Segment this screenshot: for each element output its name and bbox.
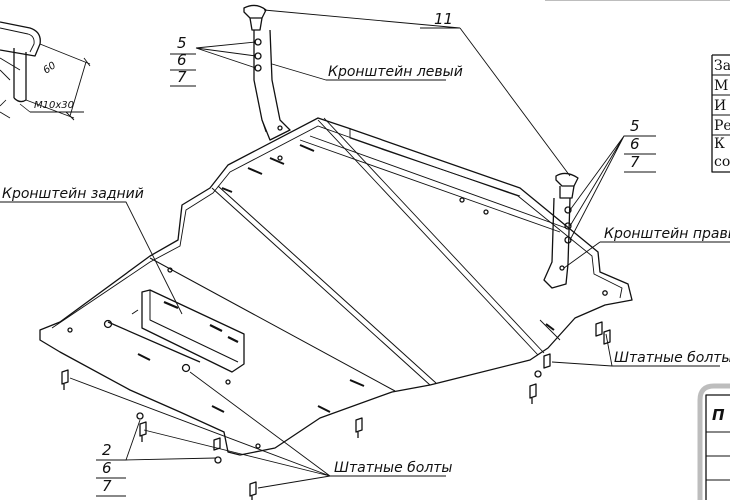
title-row-1: За bbox=[714, 58, 730, 74]
callout-stack-left-2: 6 bbox=[177, 51, 187, 69]
label-bracket-left: Кронштейн левый bbox=[328, 64, 463, 80]
callout-item-11: 11 bbox=[434, 10, 453, 28]
label-bracket-right: Кронштейн правый bbox=[604, 226, 730, 242]
callout-stack-left-3: 7 bbox=[177, 68, 187, 86]
corner-box-letter: П bbox=[712, 406, 725, 424]
callout-stack-right-2: 6 bbox=[630, 135, 640, 153]
bolt-set bbox=[61, 321, 611, 500]
leader-lines bbox=[0, 9, 730, 497]
callout-stack-bottom-1: 2 bbox=[102, 441, 112, 459]
corner-table bbox=[697, 383, 730, 500]
bolt-detail bbox=[0, 21, 91, 121]
skid-plate bbox=[39, 117, 633, 456]
callout-stack-bottom-3: 7 bbox=[102, 477, 112, 495]
drawing-frame bbox=[545, 0, 730, 173]
rear-bracket-part bbox=[103, 289, 245, 373]
callout-stack-bottom-2: 6 bbox=[102, 459, 112, 477]
title-row-3: И bbox=[714, 98, 726, 114]
callout-stack-left-1: 5 bbox=[177, 34, 187, 52]
right-bracket-part bbox=[543, 172, 579, 289]
callout-stack-right-1: 5 bbox=[630, 117, 640, 135]
label-bolts-right: Штатные болты bbox=[614, 350, 730, 366]
label-bracket-rear: Кронштейн задний bbox=[2, 186, 144, 202]
left-bracket-part bbox=[243, 4, 291, 141]
label-bolts-bottom: Штатные болты bbox=[334, 460, 453, 476]
title-row-4: Ре bbox=[714, 118, 730, 134]
dimension-length: 60 bbox=[41, 60, 58, 76]
title-row-5: К bbox=[714, 136, 725, 152]
title-row-6: со bbox=[714, 154, 730, 170]
title-row-2: М bbox=[714, 78, 728, 94]
callout-stack-right-3: 7 bbox=[630, 153, 640, 171]
bolt-spec-label: M10x30 bbox=[34, 100, 74, 111]
